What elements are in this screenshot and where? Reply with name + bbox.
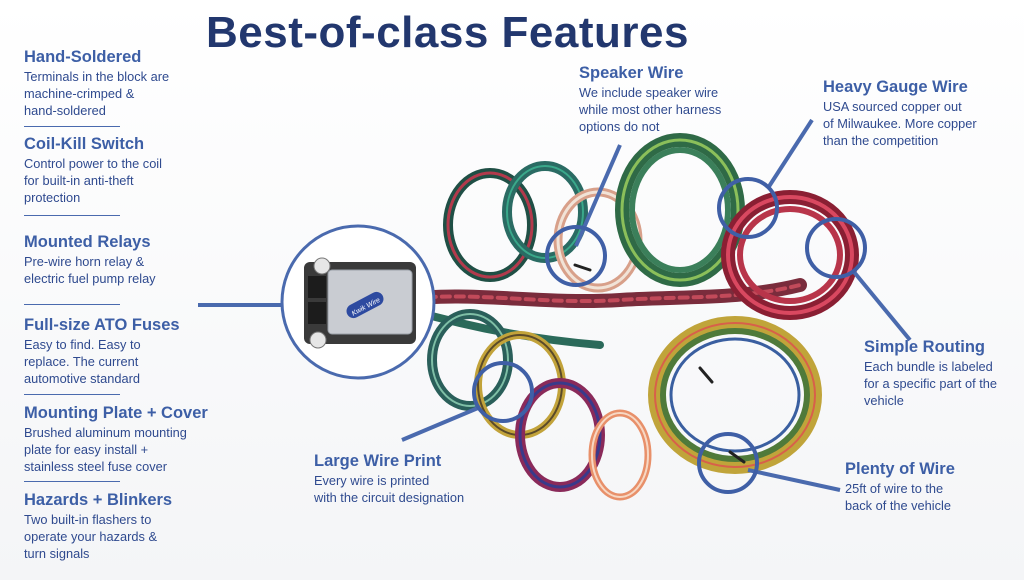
feature-desc-line: turn signals	[24, 546, 90, 561]
feature-heading: Mounting Plate + Cover	[24, 404, 208, 422]
divider	[24, 394, 120, 395]
callout-circles	[472, 177, 867, 494]
callout-desc-line: options do not	[579, 119, 660, 134]
page-title: Best-of-class Features	[206, 8, 689, 57]
callout-heading: Heavy Gauge Wire	[823, 78, 968, 96]
callout-desc-line: of Milwaukee. More copper	[823, 116, 977, 131]
feature-desc-line: Control power to the coil	[24, 156, 162, 171]
feature-desc-line: electric fuel pump relay	[24, 271, 156, 286]
callout-heading: Speaker Wire	[579, 64, 684, 82]
feature-desc-line: automotive standard	[24, 371, 140, 386]
feature-desc-line: hand-soldered	[24, 103, 106, 118]
callout-heavy-gauge-wire: Heavy Gauge Wire USA sourced copper out …	[823, 78, 977, 149]
feature-heading: Hand-Soldered	[24, 48, 142, 66]
feature-desc-line: replace. The current	[24, 354, 139, 369]
callout-desc-line: 25ft of wire to the	[845, 481, 944, 496]
callout-heading: Simple Routing	[864, 338, 985, 356]
feature-heading: Mounted Relays	[24, 233, 151, 251]
callout-desc-line: USA sourced copper out	[823, 99, 962, 114]
feature-desc-line: operate your hazards &	[24, 529, 158, 544]
feature-mounting-plate: Mounting Plate + Cover Brushed aluminum …	[24, 404, 208, 475]
divider	[24, 481, 120, 482]
feature-heading: Full-size ATO Fuses	[24, 316, 180, 334]
callout-heading: Plenty of Wire	[845, 460, 955, 478]
callout-desc-line: vehicle	[864, 393, 904, 408]
divider	[24, 215, 120, 216]
feature-ato-fuses: Full-size ATO Fuses Easy to find. Easy t…	[24, 316, 180, 387]
feature-coil-kill-switch: Coil-Kill Switch Control power to the co…	[24, 135, 162, 206]
divider	[24, 304, 120, 305]
feature-desc-line: Brushed aluminum mounting	[24, 425, 187, 440]
callout-desc-line: than the competition	[823, 133, 939, 148]
feature-desc-line: Two built-in flashers to	[24, 512, 152, 527]
callout-desc-line: back of the vehicle	[845, 498, 951, 513]
fuse-box	[304, 257, 416, 349]
feature-heading: Coil-Kill Switch	[24, 135, 145, 153]
feature-desc-line: Terminals in the block are	[24, 69, 170, 84]
callout-simple-routing: Simple Routing Each bundle is labeled fo…	[864, 338, 997, 409]
feature-heading: Hazards + Blinkers	[24, 491, 173, 509]
callout-heading: Large Wire Print	[314, 452, 442, 470]
callout-large-wire-print: Large Wire Print Every wire is printed w…	[314, 452, 464, 506]
feature-desc-line: for built-in anti-theft	[24, 173, 134, 188]
wire-bundles	[393, 133, 859, 501]
feature-desc-line: plate for easy install +	[24, 442, 149, 457]
feature-mounted-relays: Mounted Relays Pre-wire horn relay & ele…	[24, 233, 156, 287]
callout-desc-line: Every wire is printed	[314, 473, 430, 488]
callout-lines	[198, 118, 912, 492]
callout-desc-line: We include speaker wire	[579, 85, 719, 100]
callout-desc-line: for a specific part of the	[864, 376, 998, 391]
callout-speaker-wire: Speaker Wire We include speaker wire whi…	[579, 64, 721, 135]
feature-hand-soldered: Hand-Soldered Terminals in the block are…	[24, 48, 169, 119]
callout-desc-line: while most other harness	[579, 102, 722, 117]
feature-desc-line: Pre-wire horn relay &	[24, 254, 145, 269]
feature-desc-line: machine-crimped &	[24, 86, 135, 101]
callout-plenty-of-wire: Plenty of Wire 25ft of wire to the back …	[845, 460, 955, 514]
feature-desc-line: protection	[24, 190, 81, 205]
feature-hazards-blinkers: Hazards + Blinkers Two built-in flashers…	[24, 491, 172, 562]
callout-desc-line: with the circuit designation	[314, 490, 465, 505]
feature-desc-line: stainless steel fuse cover	[24, 459, 167, 474]
callout-desc-line: Each bundle is labeled	[864, 359, 993, 374]
divider	[24, 126, 120, 127]
feature-desc-line: Easy to find. Easy to	[24, 337, 141, 352]
